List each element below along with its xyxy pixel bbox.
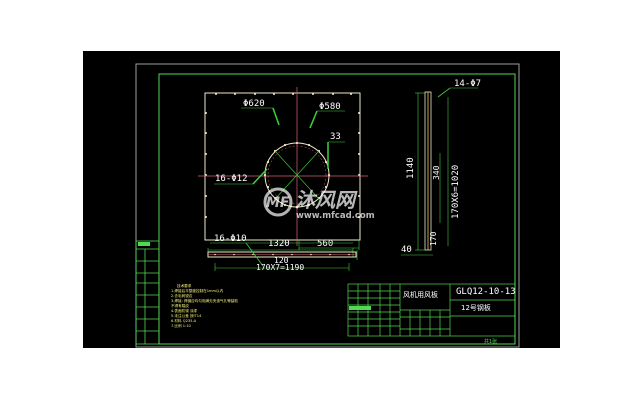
technical-notes: 技术要求 1.焊接后平整度控制在1mm以内 2.去毛刺锐边 3.焊接: 焊缝应均… bbox=[171, 283, 238, 328]
drawing-number: GLQ12-10-13 bbox=[456, 287, 516, 297]
bottom-overall-length: 1320 bbox=[268, 239, 290, 249]
bottom-holes-label: 16-Φ10 bbox=[214, 234, 247, 244]
cad-drawing: Φ620 Φ580 33 16-Φ12 560 16-Φ10 1320 bbox=[135, 63, 520, 348]
inner-frame bbox=[158, 73, 516, 345]
dimension-holes: 16-Φ12 bbox=[215, 174, 248, 184]
watermark-brand: 沐风网 bbox=[295, 188, 358, 212]
side-view: 14-Φ7 1140 340 170X6=1020 170 40 bbox=[401, 79, 481, 256]
dimension-offset: 33 bbox=[330, 132, 341, 142]
part-name: 风机用风板 bbox=[403, 290, 438, 299]
side-holes-label: 14-Φ7 bbox=[454, 79, 481, 89]
note-item: 1.焊接后平整度控制在1mm以内 bbox=[171, 288, 224, 293]
bottom-pitch: 170X7=1190 bbox=[256, 263, 304, 272]
note-item: 2.去毛刺锐边 bbox=[171, 293, 193, 298]
bottom-center-spacing: 120 bbox=[274, 256, 289, 265]
note-item: 5.未注公差 按IT14 bbox=[171, 313, 202, 318]
side-end: 170 bbox=[429, 231, 438, 246]
title-block bbox=[347, 283, 516, 337]
bottom-view: 16-Φ10 1320 120 170X7=1190 bbox=[207, 234, 358, 272]
watermark-logo-icon bbox=[263, 187, 293, 217]
dimension-outer-diameter: Φ620 bbox=[243, 99, 265, 109]
watermark-url: www.mfcad.com bbox=[296, 211, 375, 221]
outer-frame bbox=[135, 63, 520, 348]
note-item: 3.焊接: 焊缝应均匀饱满无夹渣气孔等缺陷 bbox=[171, 298, 238, 303]
side-segment: 340 bbox=[432, 165, 441, 180]
note-item: 4.表面防锈 涂漆 bbox=[171, 308, 198, 313]
side-thickness: 40 bbox=[401, 245, 412, 255]
sheet-label: 共1张 bbox=[484, 338, 497, 345]
note-item: 6.材料 Q235-A bbox=[171, 318, 197, 323]
left-margin-table bbox=[135, 240, 160, 345]
side-pitch: 170X6=1020 bbox=[451, 165, 461, 219]
cad-drawing-canvas: Φ620 Φ580 33 16-Φ12 560 16-Φ10 1320 bbox=[83, 51, 560, 348]
note-item: 不得有裂纹 bbox=[171, 303, 189, 308]
dimension-width-segment: 560 bbox=[317, 239, 333, 249]
notes-heading: 技术要求 bbox=[177, 283, 192, 288]
bolt-circle bbox=[267, 145, 327, 205]
side-overall-height: 1140 bbox=[406, 157, 416, 179]
dimension-bolt-circle: Φ580 bbox=[319, 102, 341, 112]
watermark-logo-text: MF bbox=[266, 195, 290, 211]
plate-outline bbox=[204, 92, 361, 241]
material-note: 12号钢板 bbox=[461, 303, 491, 312]
front-view: Φ620 Φ580 33 16-Φ12 560 bbox=[198, 87, 368, 250]
watermark: MF 沐风网 www.mfcad.com bbox=[263, 187, 375, 221]
note-item: 7.比例 1:10 bbox=[171, 323, 192, 328]
